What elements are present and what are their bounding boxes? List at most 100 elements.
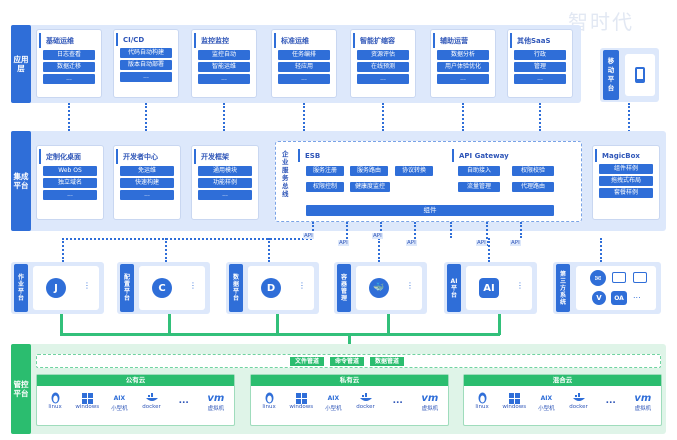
thirdparty-more: ... xyxy=(633,291,641,300)
integration-card-title: 定制化桌面 xyxy=(39,149,103,164)
gateway-card: API Gateway xyxy=(450,146,575,196)
gateway-item-0: 自助接入 xyxy=(458,166,500,176)
tool-icon-4: AI xyxy=(479,278,499,298)
tool-tab-0: 作业平台 xyxy=(14,264,28,312)
tool-tab-3: 容器管理 xyxy=(337,264,351,312)
integration-card-item: 免运维 xyxy=(120,166,174,176)
control-bus-drop xyxy=(498,314,501,335)
os-label: 虚拟机 xyxy=(634,406,652,412)
app-card-item: ... xyxy=(43,74,95,84)
os-label: 虚拟机 xyxy=(207,406,225,412)
tool-tab-1: 配置平台 xyxy=(120,264,134,312)
os-item: linux xyxy=(254,392,284,412)
control-tab: 管控平台 xyxy=(11,344,31,434)
os-label: docker xyxy=(356,404,375,410)
aix-text: AIX xyxy=(327,394,340,402)
api-drop xyxy=(268,238,270,262)
os-label: windows xyxy=(289,404,314,410)
api-label: API xyxy=(372,233,383,239)
pipe-data: 数据管道 xyxy=(370,357,404,366)
os-item: ... xyxy=(169,392,199,412)
integration-card-item: ... xyxy=(120,190,174,200)
os-label: linux xyxy=(262,404,276,410)
app-card-title: 标准运维 xyxy=(274,33,336,48)
os-label: ... xyxy=(605,396,616,406)
tool-more-icon: ⋮ xyxy=(516,281,524,290)
integration-tab: 集成平台 xyxy=(11,131,31,231)
app-card-item: ... xyxy=(278,74,330,84)
pipe-file: 文件管道 xyxy=(290,357,324,366)
vm-text: vm xyxy=(634,392,652,404)
os-item: vm 虚拟机 xyxy=(628,392,658,413)
esb-item-3: 权限控制 xyxy=(306,182,344,192)
app-card-item: 行政 xyxy=(514,50,566,60)
linux-icon xyxy=(50,392,61,404)
app-card-item: 用户体验优化 xyxy=(437,62,489,72)
app-connector xyxy=(303,103,305,131)
integration-card-item: ... xyxy=(43,190,97,200)
magicbox-title: MagicBox xyxy=(595,149,659,162)
esb-item-0: 服务注册 xyxy=(306,166,344,176)
api-drop xyxy=(62,238,64,262)
os-item: linux xyxy=(40,392,70,412)
app-card-item: 资源评估 xyxy=(357,50,409,60)
esb-item-1: 服务路由 xyxy=(350,166,388,176)
app-card-item: 管理 xyxy=(514,62,566,72)
app-card-0: 基础运维日志查看数据迁移... xyxy=(36,29,102,98)
os-item: ... xyxy=(596,392,626,412)
control-bus-horizontal xyxy=(60,333,500,336)
magicbox-item-2: 套餐样例 xyxy=(599,188,653,198)
api-riser xyxy=(414,222,416,246)
os-label: docker xyxy=(142,404,161,410)
api-drop xyxy=(165,238,167,262)
api-label: API xyxy=(510,240,521,246)
api-riser xyxy=(486,222,488,246)
app-card-title: CI/CD xyxy=(116,33,178,46)
app-card-title: 其他SaaS xyxy=(510,33,572,48)
app-card-title: 基础运维 xyxy=(39,33,101,48)
vm-icon: vm xyxy=(207,392,224,404)
os-label: docker xyxy=(569,404,588,410)
vm-icon: vm xyxy=(421,392,438,404)
os-label: ... xyxy=(392,396,403,406)
app-connector xyxy=(539,103,541,131)
os-item: windows xyxy=(499,392,529,412)
app-layer-tab: 应用层 xyxy=(11,25,31,103)
os-item: docker xyxy=(137,392,167,412)
esb-group-label: 企业服务总线 xyxy=(282,150,289,198)
magicbox-card: MagicBox 组件样例 拖拽式布局 套餐样例 xyxy=(592,145,660,220)
integration-card-item: 功能样例 xyxy=(198,178,252,188)
tool-card-0 xyxy=(33,266,99,310)
app-connector xyxy=(462,103,464,131)
app-connector xyxy=(223,103,225,131)
app-connector xyxy=(382,103,384,131)
tool-more-icon: ⋮ xyxy=(298,281,306,290)
cloud-title: 公有云 xyxy=(37,375,234,386)
linux-icon xyxy=(264,392,275,404)
api-connector-horizontal xyxy=(62,238,312,240)
aix-icon: AIX xyxy=(114,392,126,404)
integration-card-item: Web OS xyxy=(43,166,97,176)
api-riser xyxy=(346,222,348,246)
app-connector xyxy=(145,103,147,131)
os-item: ... xyxy=(383,392,413,412)
vm-text: vm xyxy=(207,392,225,404)
aix-text: AIX xyxy=(113,394,126,402)
integration-card-title: 开发框架 xyxy=(194,149,258,164)
integration-card-item: 通用模块 xyxy=(198,166,252,176)
app-card-title: 监控监控 xyxy=(194,33,256,48)
tool-card-4 xyxy=(466,266,532,310)
app-card-item: 任务编排 xyxy=(278,50,330,60)
phone-icon xyxy=(635,67,645,83)
app-card-title: 辅助运营 xyxy=(433,33,495,48)
os-item: windows xyxy=(286,392,316,412)
os-label: ... xyxy=(178,396,189,406)
app-connector xyxy=(68,103,70,131)
app-card-item: 数据迁移 xyxy=(43,62,95,72)
